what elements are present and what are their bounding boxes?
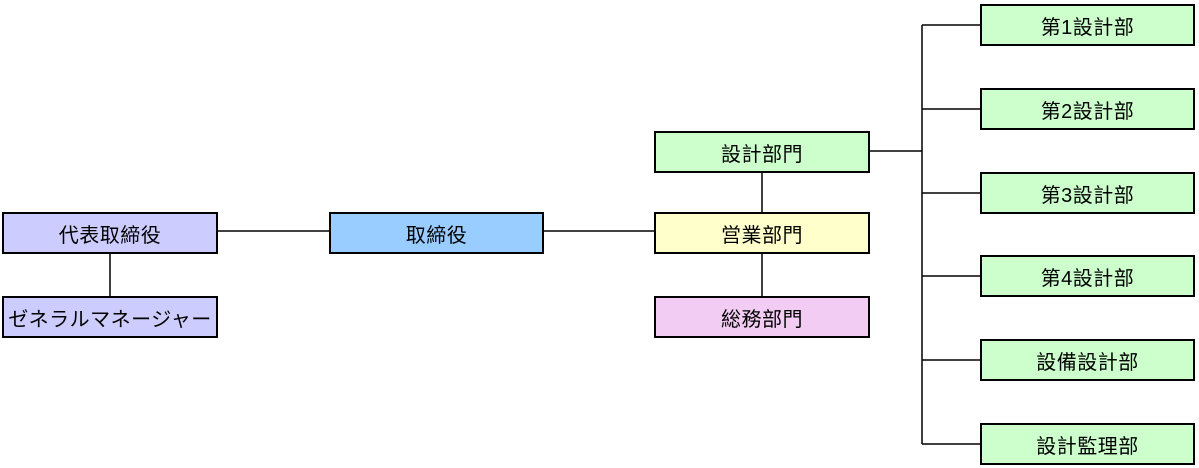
org-box-director: 取締役	[329, 212, 544, 254]
org-box-design-dept-4: 第4設計部	[980, 255, 1195, 297]
org-box-general-affairs-division: 総務部門	[654, 296, 870, 338]
org-box-design-division: 設計部門	[654, 131, 870, 173]
org-box-design-dept-3: 第3設計部	[980, 172, 1195, 214]
org-box-general-manager: ゼネラルマネージャー	[2, 296, 218, 338]
org-box-design-dept-1: 第1設計部	[980, 4, 1195, 46]
org-box-sales-division: 営業部門	[654, 212, 870, 254]
org-box-design-dept-2: 第2設計部	[980, 88, 1195, 130]
org-box-facility-design-dept: 設備設計部	[980, 339, 1195, 381]
org-box-representative-director: 代表取締役	[2, 212, 218, 254]
org-box-design-supervision-dept: 設計監理部	[980, 423, 1195, 465]
